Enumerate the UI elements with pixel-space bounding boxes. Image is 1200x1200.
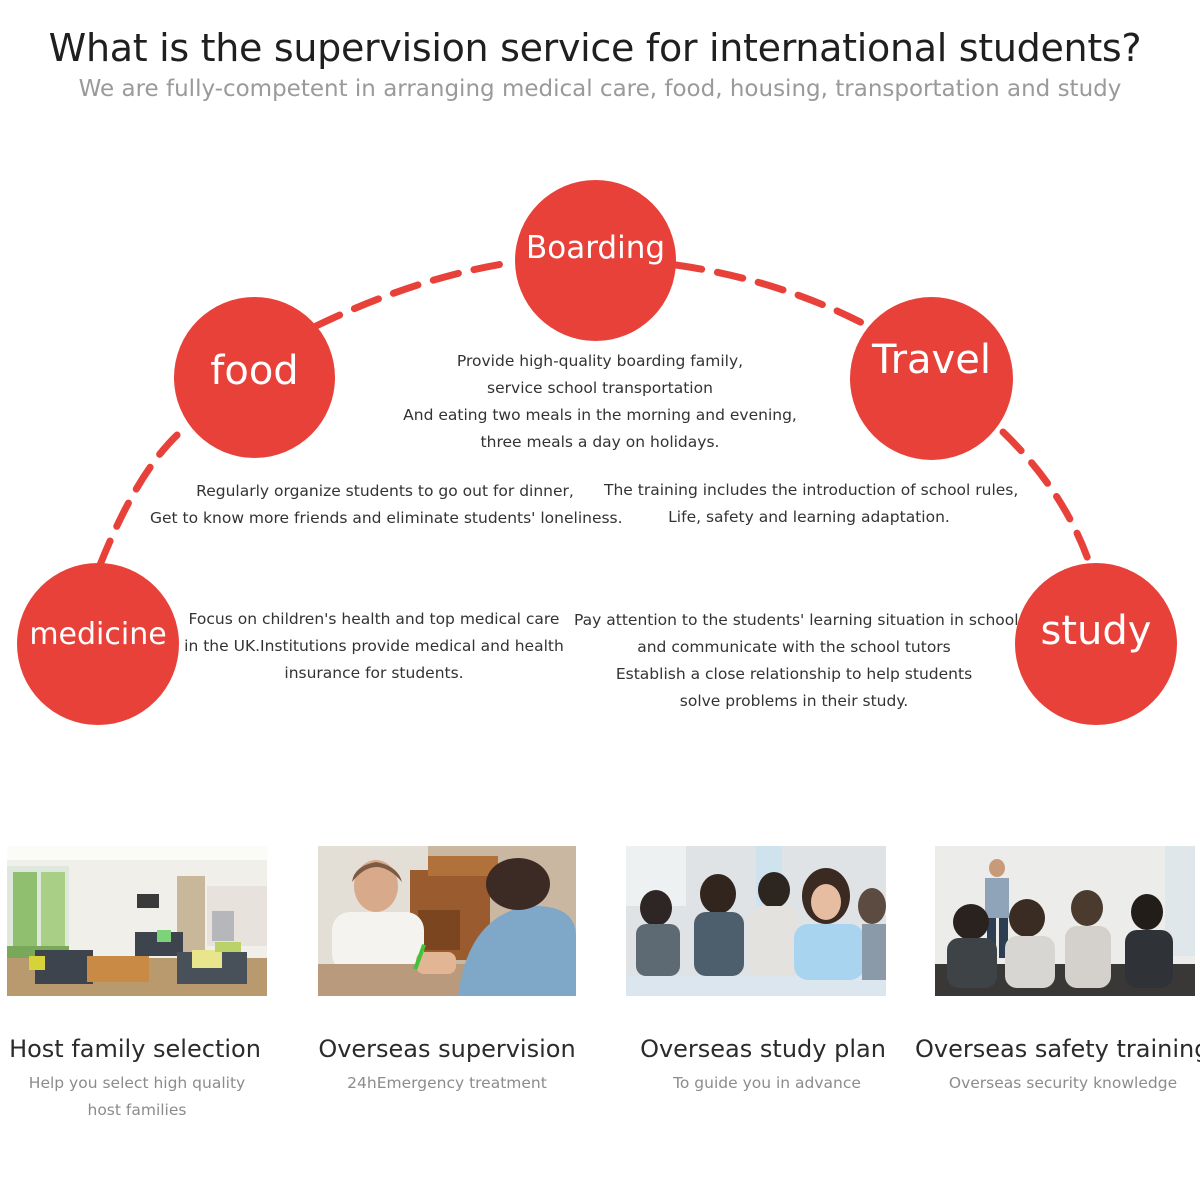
- food-label: food: [210, 348, 299, 394]
- card-subtitle-line: Overseas security knowledge: [948, 1074, 1178, 1092]
- boarding-label: Boarding: [525, 229, 666, 266]
- medicine-circle: medicine: [17, 563, 179, 725]
- study-line: Pay attention to the students' learning …: [574, 611, 1019, 629]
- living-room-photo: [7, 846, 267, 996]
- travel-circle: Travel: [850, 297, 1013, 460]
- travel-line: The training includes the introduction o…: [604, 481, 1019, 499]
- boarding-line: Provide high-quality boarding family,: [456, 352, 744, 370]
- card-subtitle-line: To guide you in advance: [673, 1074, 861, 1092]
- card-subtitle-safety-training: Overseas security knowledge: [925, 1070, 1200, 1097]
- card-title-safety-training: Overseas safety training: [915, 1035, 1200, 1063]
- study-line: Establish a close relationship to help s…: [615, 665, 973, 683]
- study-line: solve problems in their study.: [679, 692, 909, 710]
- consultation-photo: [318, 846, 576, 996]
- travel-description: The training includes the introduction o…: [604, 477, 1019, 531]
- card-subtitle-line: 24hEmergency treatment: [347, 1074, 547, 1092]
- dashed-arc-connector: [96, 258, 1094, 569]
- study-description: Pay attention to the students' learning …: [574, 607, 1019, 715]
- study-line: and communicate with the school tutors: [637, 638, 951, 656]
- card-subtitle-study-plan: To guide you in advance: [632, 1070, 902, 1097]
- medicine-line: insurance for students.: [284, 664, 464, 682]
- study-circle: study: [1015, 563, 1177, 725]
- card-title-study-plan: Overseas study plan: [640, 1035, 886, 1063]
- travel-line: Life, safety and learning adaptation.: [668, 508, 950, 526]
- medicine-label: medicine: [29, 616, 167, 652]
- food-description: Regularly organize students to go out fo…: [150, 478, 623, 532]
- training-seminar-photo: [935, 846, 1195, 996]
- card-subtitle-line: host families: [87, 1101, 187, 1119]
- card-subtitle-host-family: Help you select high quality host famili…: [0, 1070, 274, 1124]
- classroom-students-photo: [626, 846, 886, 996]
- boarding-line: three meals a day on holidays.: [480, 433, 720, 451]
- travel-label: Travel: [872, 336, 991, 383]
- food-circle: food: [174, 297, 335, 458]
- page-title: What is the supervision service for inte…: [48, 26, 1142, 70]
- card-title-host-family: Host family selection: [9, 1035, 261, 1063]
- card-subtitle-supervision: 24hEmergency treatment: [312, 1070, 582, 1097]
- card-title-supervision: Overseas supervision: [318, 1035, 576, 1063]
- food-line: Get to know more friends and eliminate s…: [150, 509, 623, 527]
- medicine-line: in the UK.Institutions provide medical a…: [184, 637, 564, 655]
- boarding-line: And eating two meals in the morning and …: [403, 406, 797, 424]
- card-subtitle-line: Help you select high quality: [28, 1074, 246, 1092]
- boarding-line: service school transportation: [487, 379, 713, 397]
- food-line: Regularly organize students to go out fo…: [196, 482, 574, 500]
- medicine-description: Focus on children's health and top medic…: [184, 606, 564, 687]
- study-label: study: [1040, 607, 1152, 654]
- medicine-line: Focus on children's health and top medic…: [188, 610, 560, 628]
- boarding-description: Provide high-quality boarding family, se…: [380, 348, 820, 456]
- page-subtitle: We are fully-competent in arranging medi…: [78, 76, 1122, 102]
- boarding-circle: Boarding: [515, 180, 676, 341]
